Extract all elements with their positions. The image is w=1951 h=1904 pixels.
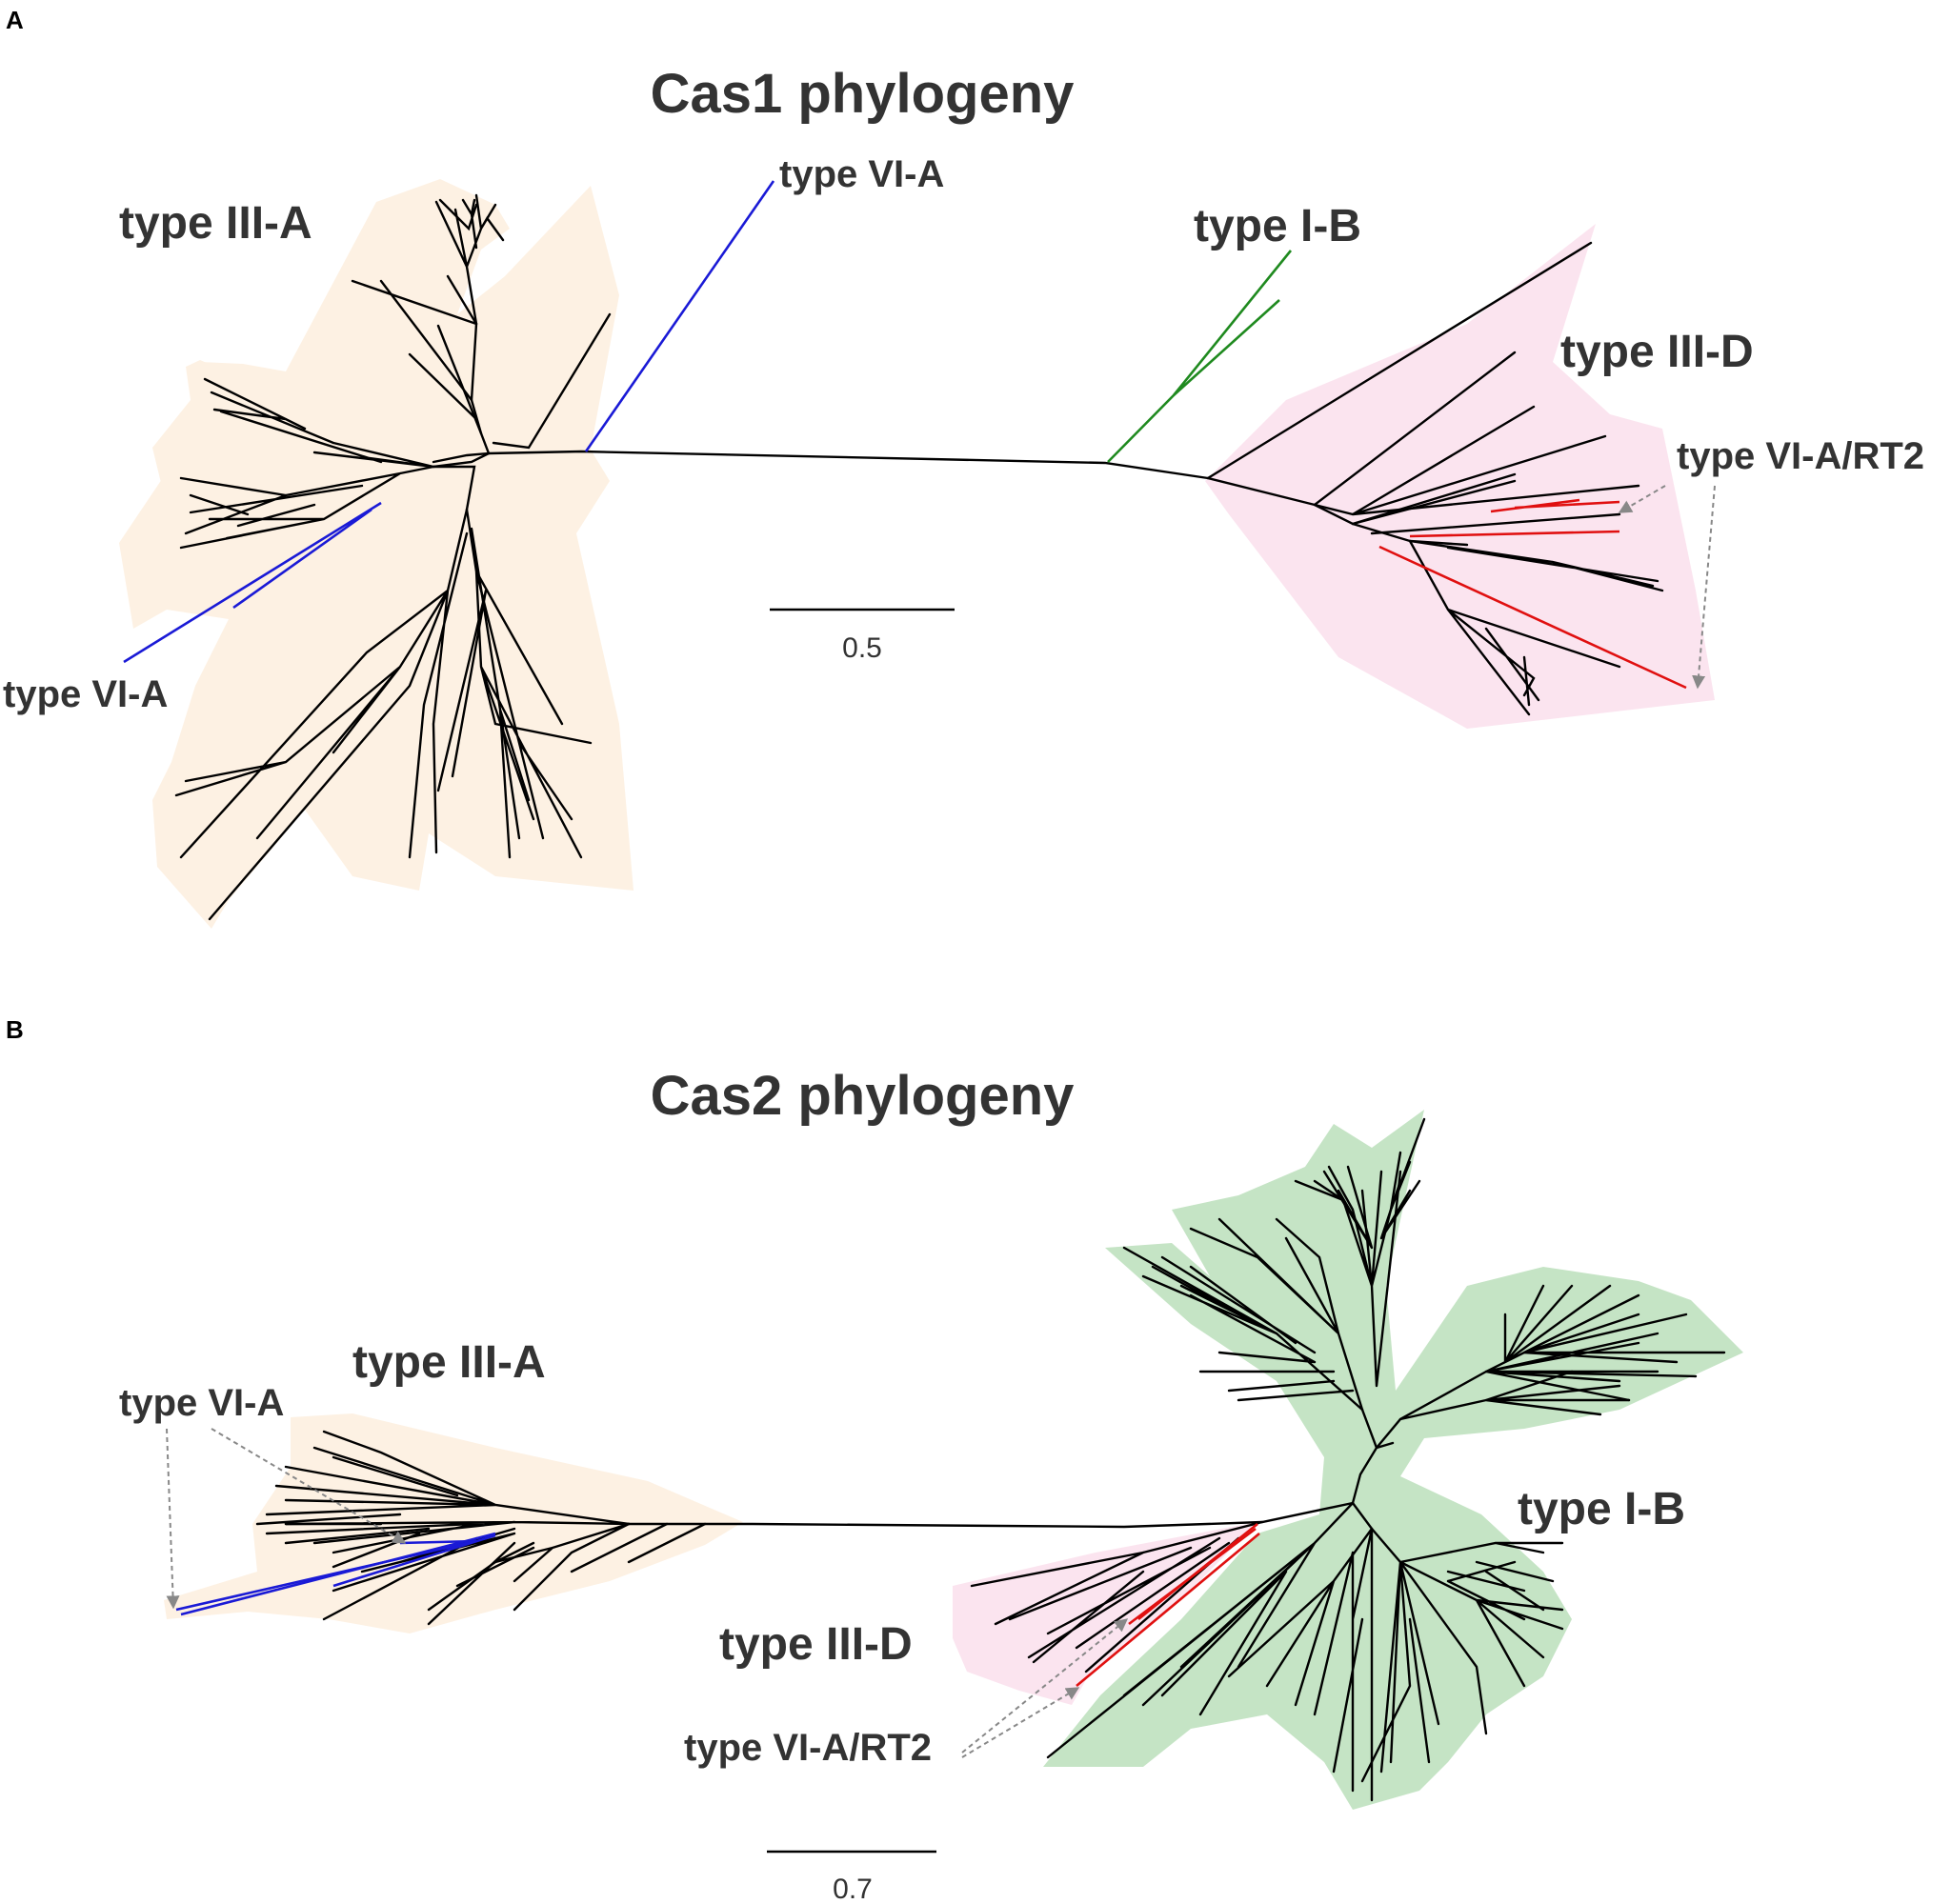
cas2-rt2-arrow-2 bbox=[961, 1687, 1080, 1758]
cas1-type-vi-a-top-label: type VI-A bbox=[779, 153, 944, 195]
cas2-type-vi-a-rt2-branch-3 bbox=[1128, 1527, 1257, 1626]
type-iii-d-region-cas2 bbox=[953, 1522, 1257, 1705]
cas1-type-iii-a-branches bbox=[174, 193, 612, 921]
cas2-type-iii-a-branches bbox=[255, 1430, 707, 1626]
cas1-backbone bbox=[487, 450, 1210, 480]
panel-b-label: B bbox=[6, 1015, 24, 1044]
panel-a: A Cas1 phylogeny bbox=[3, 6, 1924, 929]
panel-a-title: Cas1 phylogeny bbox=[651, 63, 1075, 125]
cas2-type-vi-a-rt2-branch-2 bbox=[1076, 1533, 1260, 1687]
cas2-type-i-b-branches bbox=[1046, 1117, 1726, 1802]
cas1-type-vi-a-rt2-label: type VI-A/RT2 bbox=[1677, 435, 1924, 477]
cas1-type-vi-a-branch-top bbox=[584, 180, 775, 452]
cas2-type-i-b-label: type I-B bbox=[1518, 1484, 1685, 1534]
cas2-type-vi-a-rt2-label: type VI-A/RT2 bbox=[684, 1727, 932, 1769]
cas2-type-vi-a-label: type VI-A bbox=[119, 1382, 284, 1424]
cas1-type-vi-a-branch-left bbox=[123, 501, 382, 664]
cas2-vi-a-arrow-1 bbox=[166, 1428, 180, 1610]
type-iii-d-region-cas1 bbox=[1205, 224, 1715, 729]
cas2-type-iii-d-label: type III-D bbox=[719, 1619, 913, 1670]
cas1-type-vi-a-rt2-branch-2 bbox=[1409, 530, 1620, 538]
cas1-rt2-arrow-1 bbox=[1618, 485, 1666, 513]
cas2-backbone bbox=[627, 1501, 1355, 1529]
cas1-type-iii-d-branches bbox=[1206, 241, 1664, 716]
cas2-type-iii-a-label: type III-A bbox=[352, 1337, 546, 1388]
panel-b: B Cas2 phylogeny bbox=[6, 1015, 1743, 1904]
cas2-type-vi-a-branch-2 bbox=[180, 1532, 496, 1616]
cas1-scale-label: 0.5 bbox=[842, 632, 882, 664]
panel-a-label: A bbox=[6, 6, 24, 34]
cas1-type-i-b-label: type I-B bbox=[1194, 201, 1361, 251]
cas2-rt2-arrow-1 bbox=[961, 1618, 1129, 1754]
type-iii-a-region-cas1 bbox=[119, 179, 634, 929]
cas1-type-iii-a-label: type III-A bbox=[119, 198, 312, 249]
cas1-type-i-b-branch bbox=[1107, 250, 1293, 463]
panel-b-title: Cas2 phylogeny bbox=[651, 1065, 1075, 1127]
cas2-type-vi-a-branch-3 bbox=[332, 1533, 496, 1588]
cas1-type-iii-d-label: type III-D bbox=[1560, 327, 1754, 377]
cas1-type-vi-a-rt2-branch-3 bbox=[1378, 545, 1687, 690]
cas2-scale-label: 0.7 bbox=[833, 1874, 873, 1904]
cas2-type-iii-d-branches bbox=[970, 1520, 1264, 1674]
cas2-vi-a-arrow-2 bbox=[211, 1428, 407, 1544]
cas1-type-vi-a-left-label: type VI-A bbox=[3, 673, 168, 715]
cas1-type-vi-a-rt2-branch-1 bbox=[1490, 498, 1620, 513]
